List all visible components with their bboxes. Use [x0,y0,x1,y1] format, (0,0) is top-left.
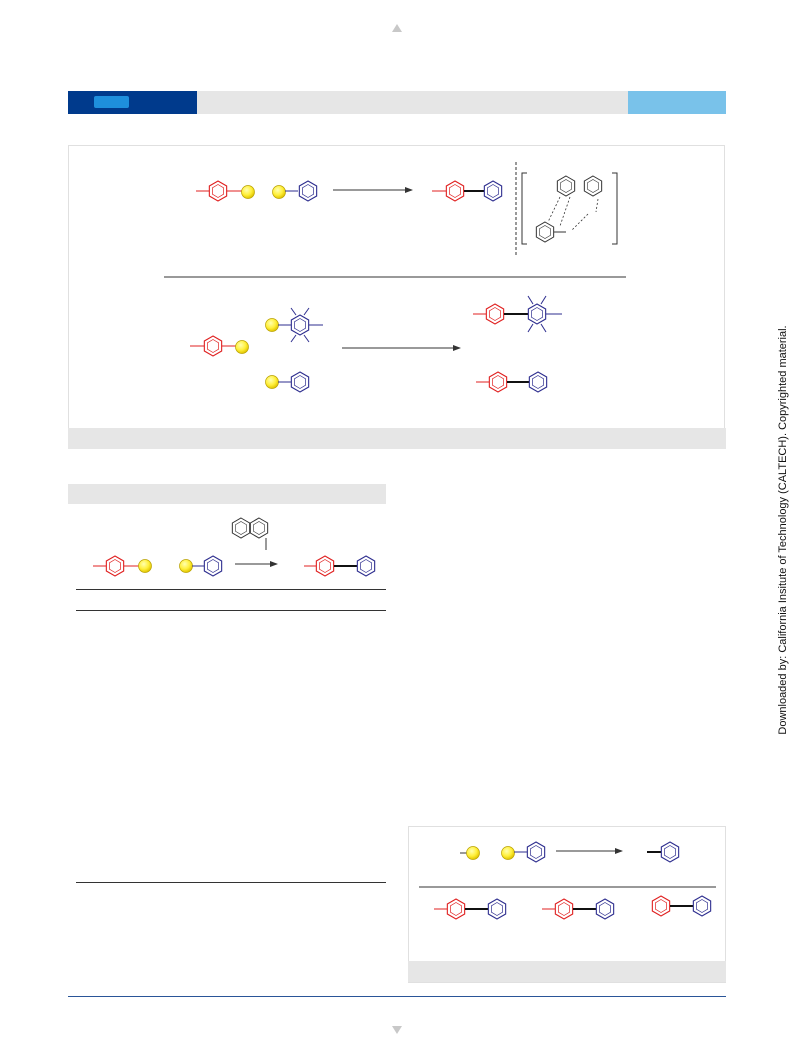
small-scheme [419,841,716,920]
header-badge [94,96,129,108]
page-down-arrow-icon[interactable] [392,1026,402,1034]
small-scheme-caption-bar [408,961,726,982]
scheme-row-1 [196,162,618,257]
table-header-bar [68,484,386,504]
page-up-arrow-icon[interactable] [392,24,402,32]
small-scheme-box [408,826,726,983]
table-rule-top [76,589,386,590]
header-dark-block [68,91,197,114]
table-rule-mid [76,610,386,611]
scheme-row-2 [190,295,562,393]
section-header-bar [68,91,726,114]
footer-rule [68,996,726,997]
header-light-block [628,91,726,114]
table-scheme [93,517,376,577]
scheme-caption-bar [68,428,726,449]
table-rule-bottom [76,882,386,883]
